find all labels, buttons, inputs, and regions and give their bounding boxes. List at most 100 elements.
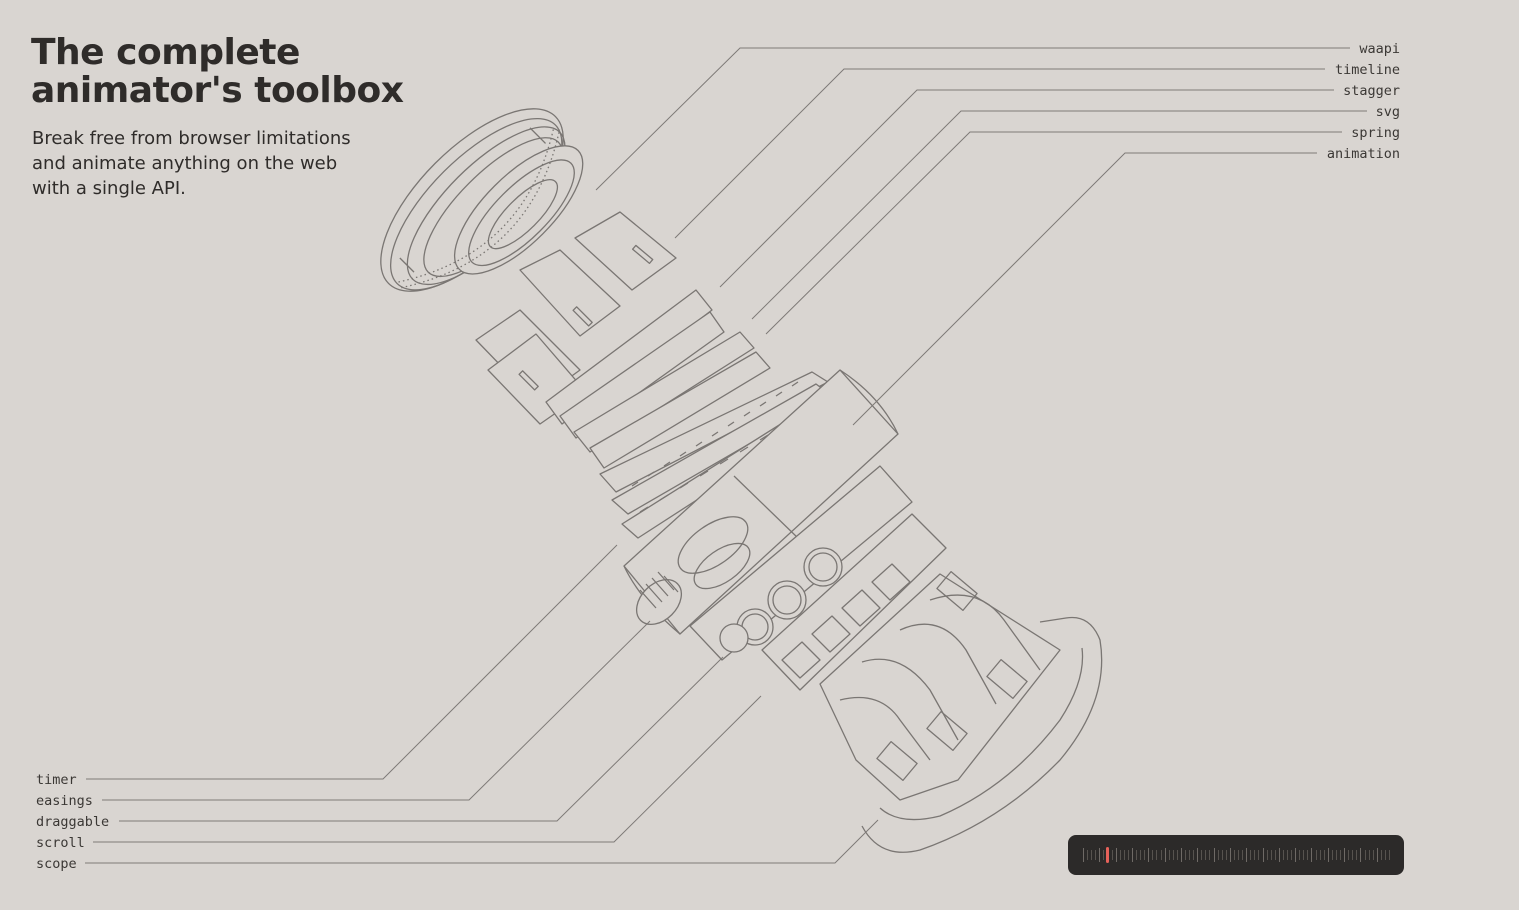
timeline-tick [1266, 850, 1268, 860]
timeline-tick [1217, 850, 1219, 860]
label-stagger[interactable]: stagger [1343, 83, 1400, 99]
timeline-tick [1152, 850, 1154, 860]
timeline-tick [1287, 850, 1288, 860]
hero-subtitle: Break free from browser limitations and … [32, 126, 377, 201]
label-timer[interactable]: timer [36, 772, 77, 788]
label-animation[interactable]: animation [1327, 146, 1400, 162]
timeline-playhead[interactable] [1105, 847, 1109, 863]
timeline-tick [1229, 848, 1231, 862]
timeline-tick [1380, 850, 1382, 860]
timeline-tick [1262, 848, 1264, 862]
timeline-tick [1246, 848, 1248, 862]
timeline-ticks[interactable] [1083, 847, 1390, 863]
timeline-tick [1131, 848, 1133, 862]
lens-main-drum [623, 369, 899, 635]
timeline-tick [1303, 850, 1305, 860]
timeline-tick [1323, 850, 1325, 860]
timeline-tick [1360, 848, 1362, 862]
hero-title-line-1: The complete [31, 32, 300, 73]
timeline-tick [1344, 848, 1346, 862]
lens-top-rings [380, 108, 584, 292]
timeline-tick [1270, 850, 1272, 860]
timeline-tick [1103, 850, 1105, 860]
label-scroll[interactable]: scroll [36, 835, 85, 851]
timeline-tick [1258, 850, 1260, 860]
timeline-tick [1197, 848, 1199, 862]
timeline-tick [1254, 850, 1256, 860]
timeline-tick [1315, 850, 1317, 860]
timeline-tick [1115, 848, 1117, 862]
timeline-tick [1168, 850, 1170, 860]
timeline-tick [1368, 850, 1370, 860]
hero-subtitle-line-3: with a single API. [32, 178, 186, 199]
label-waapi[interactable]: waapi [1359, 41, 1400, 57]
timeline-tick [1127, 850, 1129, 860]
label-easings[interactable]: easings [36, 793, 93, 809]
timeline-tick [1160, 850, 1162, 860]
timeline-tick [1087, 850, 1089, 860]
timeline-tick [1348, 850, 1350, 860]
hero-subtitle-line-2: and animate anything on the web [32, 153, 338, 174]
timeline-tick [1233, 850, 1235, 860]
timeline-tick [1238, 850, 1240, 860]
timeline-tick [1095, 850, 1097, 860]
timeline-tick [1372, 850, 1374, 860]
label-timeline[interactable]: timeline [1335, 62, 1400, 78]
timeline-tick [1376, 848, 1378, 862]
timeline-tick [1164, 848, 1166, 862]
timeline-tick [1335, 850, 1337, 860]
timeline-tick [1221, 850, 1223, 860]
lens-plates [545, 289, 837, 539]
timeline-tick [1148, 848, 1150, 862]
timeline-tick [1340, 850, 1342, 860]
timeline-tick [1091, 850, 1093, 860]
timeline-tick [1213, 848, 1215, 862]
timeline-tick [1172, 850, 1174, 860]
timeline-tick [1140, 850, 1142, 860]
timeline-tick [1185, 850, 1186, 860]
timeline-tick [1180, 848, 1182, 862]
lens-base [861, 616, 1103, 853]
label-draggable[interactable]: draggable [36, 814, 109, 830]
timeline-tick [1278, 848, 1280, 862]
timeline-tick [1123, 850, 1125, 860]
hero-title: The complete animator's toolbox [31, 34, 411, 110]
timeline-tick [1291, 850, 1293, 860]
lens-lower-cage [761, 513, 1061, 801]
label-scope[interactable]: scope [36, 856, 77, 872]
timeline-tick [1295, 848, 1297, 862]
timeline-tick [1111, 850, 1113, 860]
timeline-tick [1189, 850, 1191, 860]
timeline-tick [1311, 848, 1313, 862]
timeline-tick [1209, 850, 1211, 860]
timeline-tick [1356, 850, 1358, 860]
timeline-tick [1274, 850, 1276, 860]
timeline-tick [1136, 850, 1138, 860]
lens-bolt-ring [689, 465, 913, 661]
timeline-tick [1299, 850, 1301, 860]
timeline-tick [1364, 850, 1366, 860]
timeline-tick [1083, 848, 1084, 862]
timeline-tick [1327, 848, 1329, 862]
timeline-tick [1119, 850, 1121, 860]
timeline-tick [1201, 850, 1203, 860]
timeline-tick [1319, 850, 1321, 860]
timeline-tick [1250, 850, 1252, 860]
label-spring[interactable]: spring [1351, 125, 1400, 141]
timeline-tick [1352, 850, 1354, 860]
timeline-tick [1384, 850, 1386, 860]
timeline-tick [1225, 850, 1227, 860]
timeline-tick [1307, 850, 1309, 860]
timeline-tick [1331, 850, 1333, 860]
timeline-tick [1099, 848, 1101, 862]
timeline-tick [1282, 850, 1284, 860]
timeline-scrubber[interactable] [1068, 835, 1404, 875]
leaders-right [595, 47, 1367, 426]
timeline-tick [1389, 850, 1390, 860]
timeline-tick [1193, 850, 1195, 860]
label-svg[interactable]: svg [1376, 104, 1400, 120]
timeline-tick [1205, 850, 1207, 860]
leaders-left [85, 544, 879, 864]
timeline-tick [1176, 850, 1178, 860]
